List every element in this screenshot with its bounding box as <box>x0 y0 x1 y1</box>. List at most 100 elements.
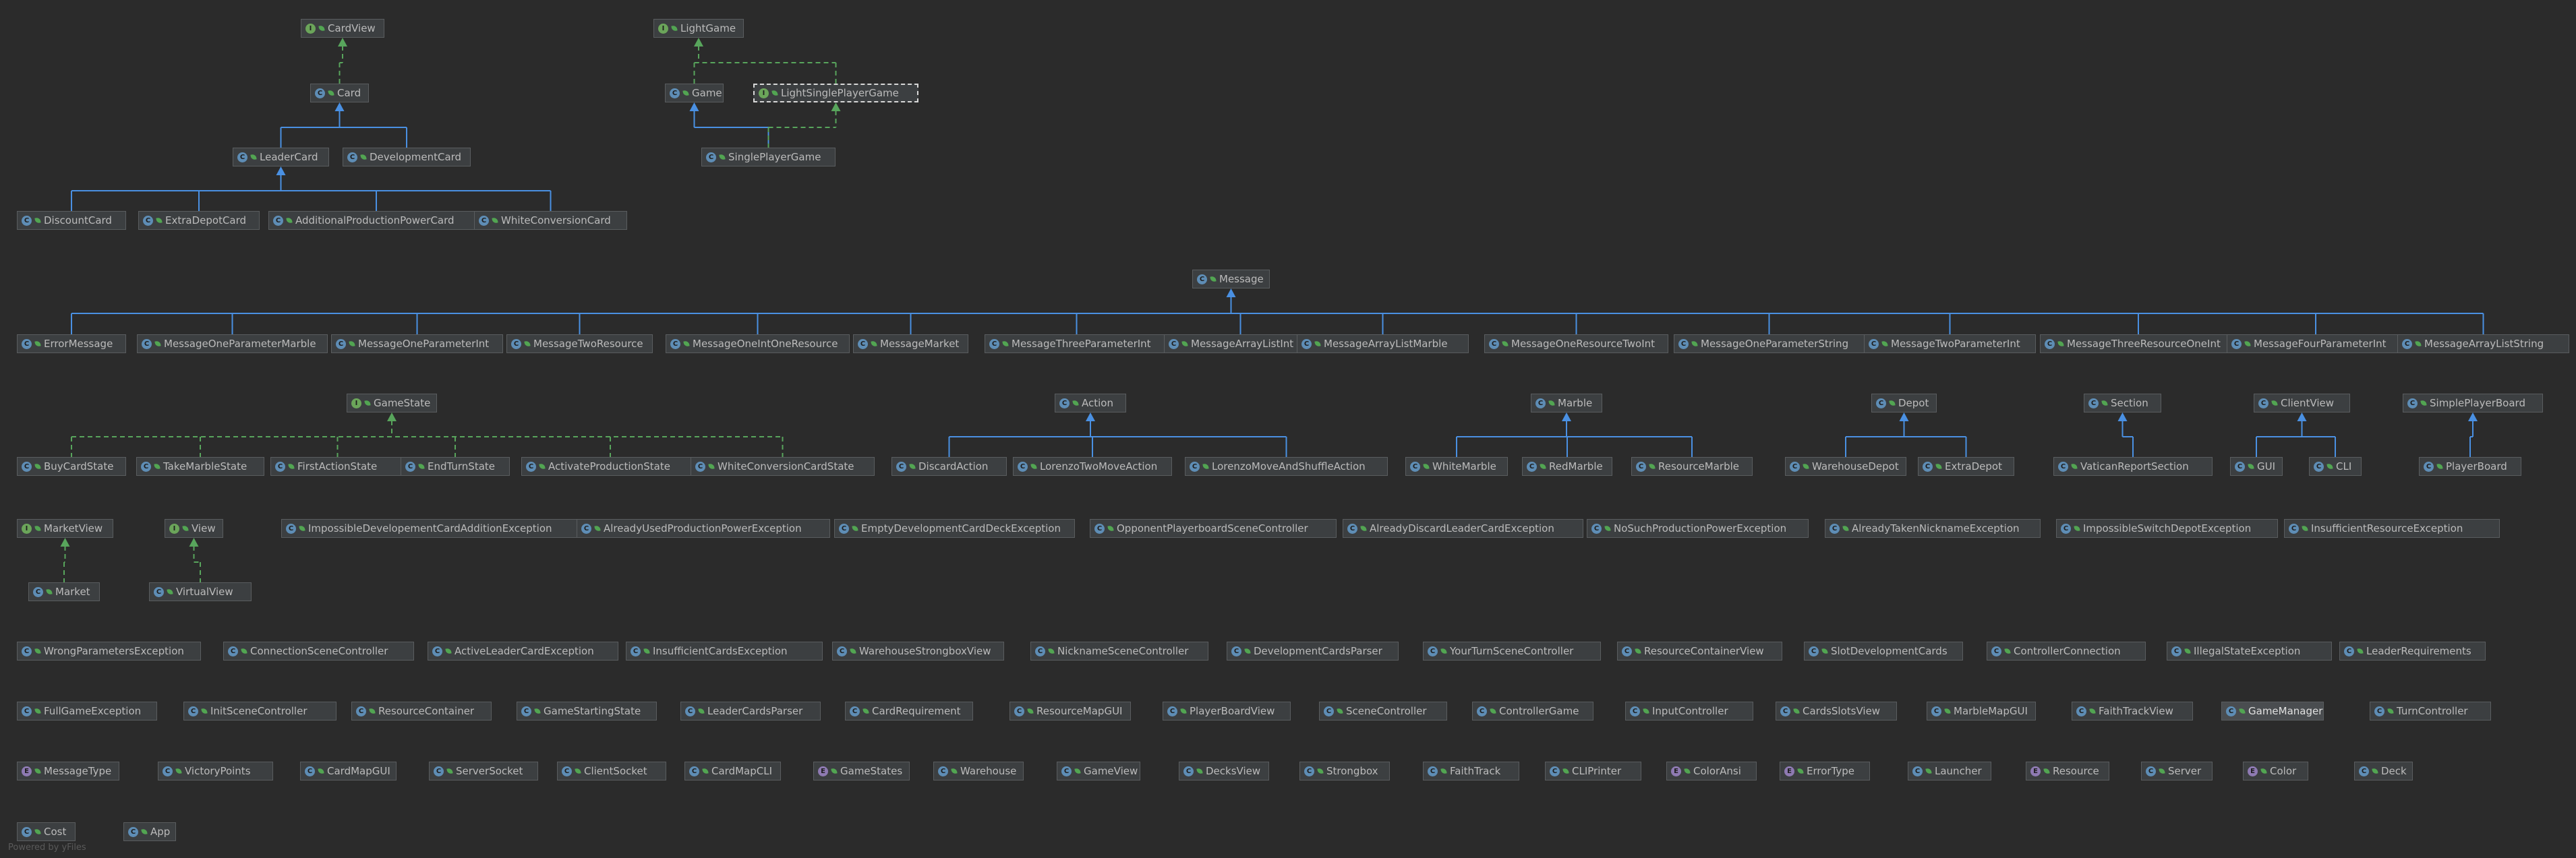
class-node-card-map-gui[interactable]: CCardMapGUI <box>300 762 397 780</box>
class-node-warehouse[interactable]: CWarehouse <box>933 762 1024 780</box>
class-node-input-controller[interactable]: CInputController <box>1625 702 1753 721</box>
class-node-client-socket[interactable]: CClientSocket <box>557 762 666 780</box>
class-node-extra-depot-card[interactable]: CExtraDepotCard <box>138 211 260 230</box>
class-node-faith-track-view[interactable]: CFaithTrackView <box>2072 702 2193 721</box>
class-node-wrong-parameters-exception[interactable]: CWrongParametersException <box>17 642 201 661</box>
class-node-server-socket[interactable]: CServerSocket <box>429 762 538 780</box>
class-node-virtual-view[interactable]: CVirtualView <box>149 582 252 601</box>
class-node-your-turn-scene-controller[interactable]: CYourTurnSceneController <box>1423 642 1601 661</box>
class-node-extra-depot[interactable]: CExtraDepot <box>1918 457 2014 476</box>
class-node-white-conversion-card-state[interactable]: CWhiteConversionCardState <box>691 457 875 476</box>
class-node-game-state[interactable]: IGameState <box>347 394 437 412</box>
class-node-empty-development-card-deck-exception[interactable]: CEmptyDevelopmentCardDeckException <box>834 519 1075 538</box>
class-node-marble[interactable]: CMarble <box>1531 394 1602 412</box>
class-node-app[interactable]: CApp <box>123 822 176 841</box>
class-node-cards-slots-view[interactable]: CCardsSlotsView <box>1776 702 1897 721</box>
class-node-turn-controller[interactable]: CTurnController <box>2370 702 2491 721</box>
class-node-card-requirement[interactable]: CCardRequirement <box>845 702 973 721</box>
class-node-buy-card-state[interactable]: CBuyCardState <box>17 457 126 476</box>
class-node-message-three-parameter-int[interactable]: CMessageThreeParameterInt <box>985 334 1169 353</box>
class-node-message-four-parameter-int[interactable]: CMessageFourParameterInt <box>2227 334 2405 353</box>
class-node-view[interactable]: IView <box>165 519 223 538</box>
class-node-activate-production-state[interactable]: CActivateProductionState <box>521 457 699 476</box>
class-node-message-array-list-string[interactable]: CMessageArrayListString <box>2397 334 2569 353</box>
class-node-white-conversion-card[interactable]: CWhiteConversionCard <box>474 211 627 230</box>
class-node-color[interactable]: EColor <box>2243 762 2308 780</box>
class-node-development-cards-parser[interactable]: CDevelopmentCardsParser <box>1227 642 1399 661</box>
class-node-marble-map-gui[interactable]: CMarbleMapGUI <box>1927 702 2036 721</box>
class-node-game-starting-state[interactable]: CGameStartingState <box>517 702 657 721</box>
class-node-resource-container-view[interactable]: CResourceContainerView <box>1617 642 1782 661</box>
class-node-gui[interactable]: CGUI <box>2230 457 2283 476</box>
class-node-market-view[interactable]: IMarketView <box>17 519 113 538</box>
class-node-red-marble[interactable]: CRedMarble <box>1522 457 1612 476</box>
class-node-message-two-parameter-int[interactable]: CMessageTwoParameterInt <box>1864 334 2036 353</box>
class-node-message-one-int-one-resource[interactable]: CMessageOneIntOneResource <box>666 334 850 353</box>
class-node-cli[interactable]: CCLI <box>2309 457 2362 476</box>
class-node-simple-player-board[interactable]: CSimplePlayerBoard <box>2403 394 2543 412</box>
class-node-resource-container[interactable]: CResourceContainer <box>351 702 492 721</box>
class-node-server[interactable]: CServer <box>2141 762 2213 780</box>
class-node-launcher[interactable]: CLauncher <box>1908 762 1991 780</box>
class-node-player-board[interactable]: CPlayerBoard <box>2419 457 2521 476</box>
class-node-white-marble[interactable]: CWhiteMarble <box>1405 457 1508 476</box>
class-node-message-array-list-marble[interactable]: CMessageArrayListMarble <box>1297 334 1469 353</box>
class-node-game[interactable]: CGame <box>665 84 724 102</box>
class-node-client-view[interactable]: CClientView <box>2254 394 2350 412</box>
class-node-leader-requirements[interactable]: CLeaderRequirements <box>2339 642 2486 661</box>
class-node-take-marble-state[interactable]: CTakeMarbleState <box>136 457 264 476</box>
class-node-first-action-state[interactable]: CFirstActionState <box>270 457 405 476</box>
class-node-card-map-cli[interactable]: CCardMapCLI <box>684 762 781 780</box>
class-node-light-game[interactable]: ILightGame <box>653 19 744 38</box>
class-node-error-message[interactable]: CErrorMessage <box>17 334 126 353</box>
class-node-message-one-resource-two-int[interactable]: CMessageOneResourceTwoInt <box>1484 334 1668 353</box>
class-node-warehouse-strongbox-view[interactable]: CWarehouseStrongboxView <box>832 642 1004 661</box>
class-node-faith-track[interactable]: CFaithTrack <box>1423 762 1519 780</box>
class-node-lorenzo-two-move-action[interactable]: CLorenzoTwoMoveAction <box>1013 457 1172 476</box>
class-node-already-taken-nickname-exception[interactable]: CAlreadyTakenNicknameException <box>1825 519 2041 538</box>
class-node-discard-action[interactable]: CDiscardAction <box>891 457 1007 476</box>
class-node-single-player-game[interactable]: CSinglePlayerGame <box>701 148 836 166</box>
class-node-action[interactable]: CAction <box>1055 394 1126 412</box>
class-node-already-discard-leader-card-exception[interactable]: CAlreadyDiscardLeaderCardException <box>1343 519 1583 538</box>
class-node-development-card[interactable]: CDevelopmentCard <box>343 148 471 166</box>
class-node-game-view[interactable]: CGameView <box>1057 762 1140 780</box>
class-node-resource-map-gui[interactable]: CResourceMapGUI <box>1009 702 1131 721</box>
class-node-strongbox[interactable]: CStrongbox <box>1299 762 1390 780</box>
class-node-end-turn-state[interactable]: CEndTurnState <box>401 457 510 476</box>
class-node-lorenzo-move-and-shuffle-action[interactable]: CLorenzoMoveAndShuffleAction <box>1185 457 1388 476</box>
class-node-victory-points[interactable]: CVictoryPoints <box>158 762 273 780</box>
class-node-connection-scene-controller[interactable]: CConnectionSceneController <box>223 642 414 661</box>
class-node-controller-connection[interactable]: CControllerConnection <box>1987 642 2146 661</box>
class-node-init-scene-controller[interactable]: CInitSceneController <box>183 702 336 721</box>
class-node-controller-game[interactable]: CControllerGame <box>1472 702 1593 721</box>
class-node-scene-controller[interactable]: CSceneController <box>1319 702 1447 721</box>
class-node-color-ansi[interactable]: EColorAnsi <box>1666 762 1757 780</box>
class-node-message-one-parameter-int[interactable]: CMessageOneParameterInt <box>331 334 503 353</box>
class-node-illegal-state-exception[interactable]: CIllegalStateException <box>2167 642 2332 661</box>
class-node-message-one-parameter-string[interactable]: CMessageOneParameterString <box>1674 334 1865 353</box>
class-node-already-used-production-power-exception[interactable]: CAlreadyUsedProductionPowerException <box>577 519 830 538</box>
class-node-impossible-switch-depot-exception[interactable]: CImpossibleSwitchDepotException <box>2056 519 2278 538</box>
class-node-warehouse-depot[interactable]: CWarehouseDepot <box>1785 457 1906 476</box>
class-node-slot-development-cards[interactable]: CSlotDevelopmentCards <box>1804 642 1963 661</box>
class-node-message-type[interactable]: EMessageType <box>17 762 119 780</box>
class-node-game-states[interactable]: EGameStates <box>813 762 910 780</box>
class-node-game-manager[interactable]: CGameManager <box>2221 702 2324 721</box>
class-node-message-market[interactable]: CMessageMarket <box>853 334 968 353</box>
class-node-active-leader-card-exception[interactable]: CActiveLeaderCardException <box>428 642 618 661</box>
class-node-message-one-parameter-marble[interactable]: CMessageOneParameterMarble <box>137 334 328 353</box>
class-node-full-game-exception[interactable]: CFullGameException <box>17 702 157 721</box>
class-node-discount-card[interactable]: CDiscountCard <box>17 211 126 230</box>
class-node-impossible-developement-card-addition-exception[interactable]: CImpossibleDevelopementCardAdditionExcep… <box>281 519 585 538</box>
class-node-message[interactable]: CMessage <box>1192 270 1270 288</box>
class-node-resource[interactable]: EResource <box>2026 762 2109 780</box>
class-node-depot[interactable]: CDepot <box>1871 394 1937 412</box>
class-node-message-array-list-int[interactable]: CMessageArrayListInt <box>1164 334 1317 353</box>
class-node-opponent-playerboard-scene-controller[interactable]: COpponentPlayerboardSceneController <box>1090 519 1337 538</box>
class-node-insufficient-resource-exception[interactable]: CInsufficientResourceException <box>2284 519 2500 538</box>
class-node-no-such-production-power-exception[interactable]: CNoSuchProductionPowerException <box>1587 519 1809 538</box>
class-node-light-single-player-game[interactable]: ILightSinglePlayerGame <box>753 84 918 102</box>
class-node-leader-cards-parser[interactable]: CLeaderCardsParser <box>680 702 821 721</box>
class-node-error-type[interactable]: EErrorType <box>1780 762 1870 780</box>
